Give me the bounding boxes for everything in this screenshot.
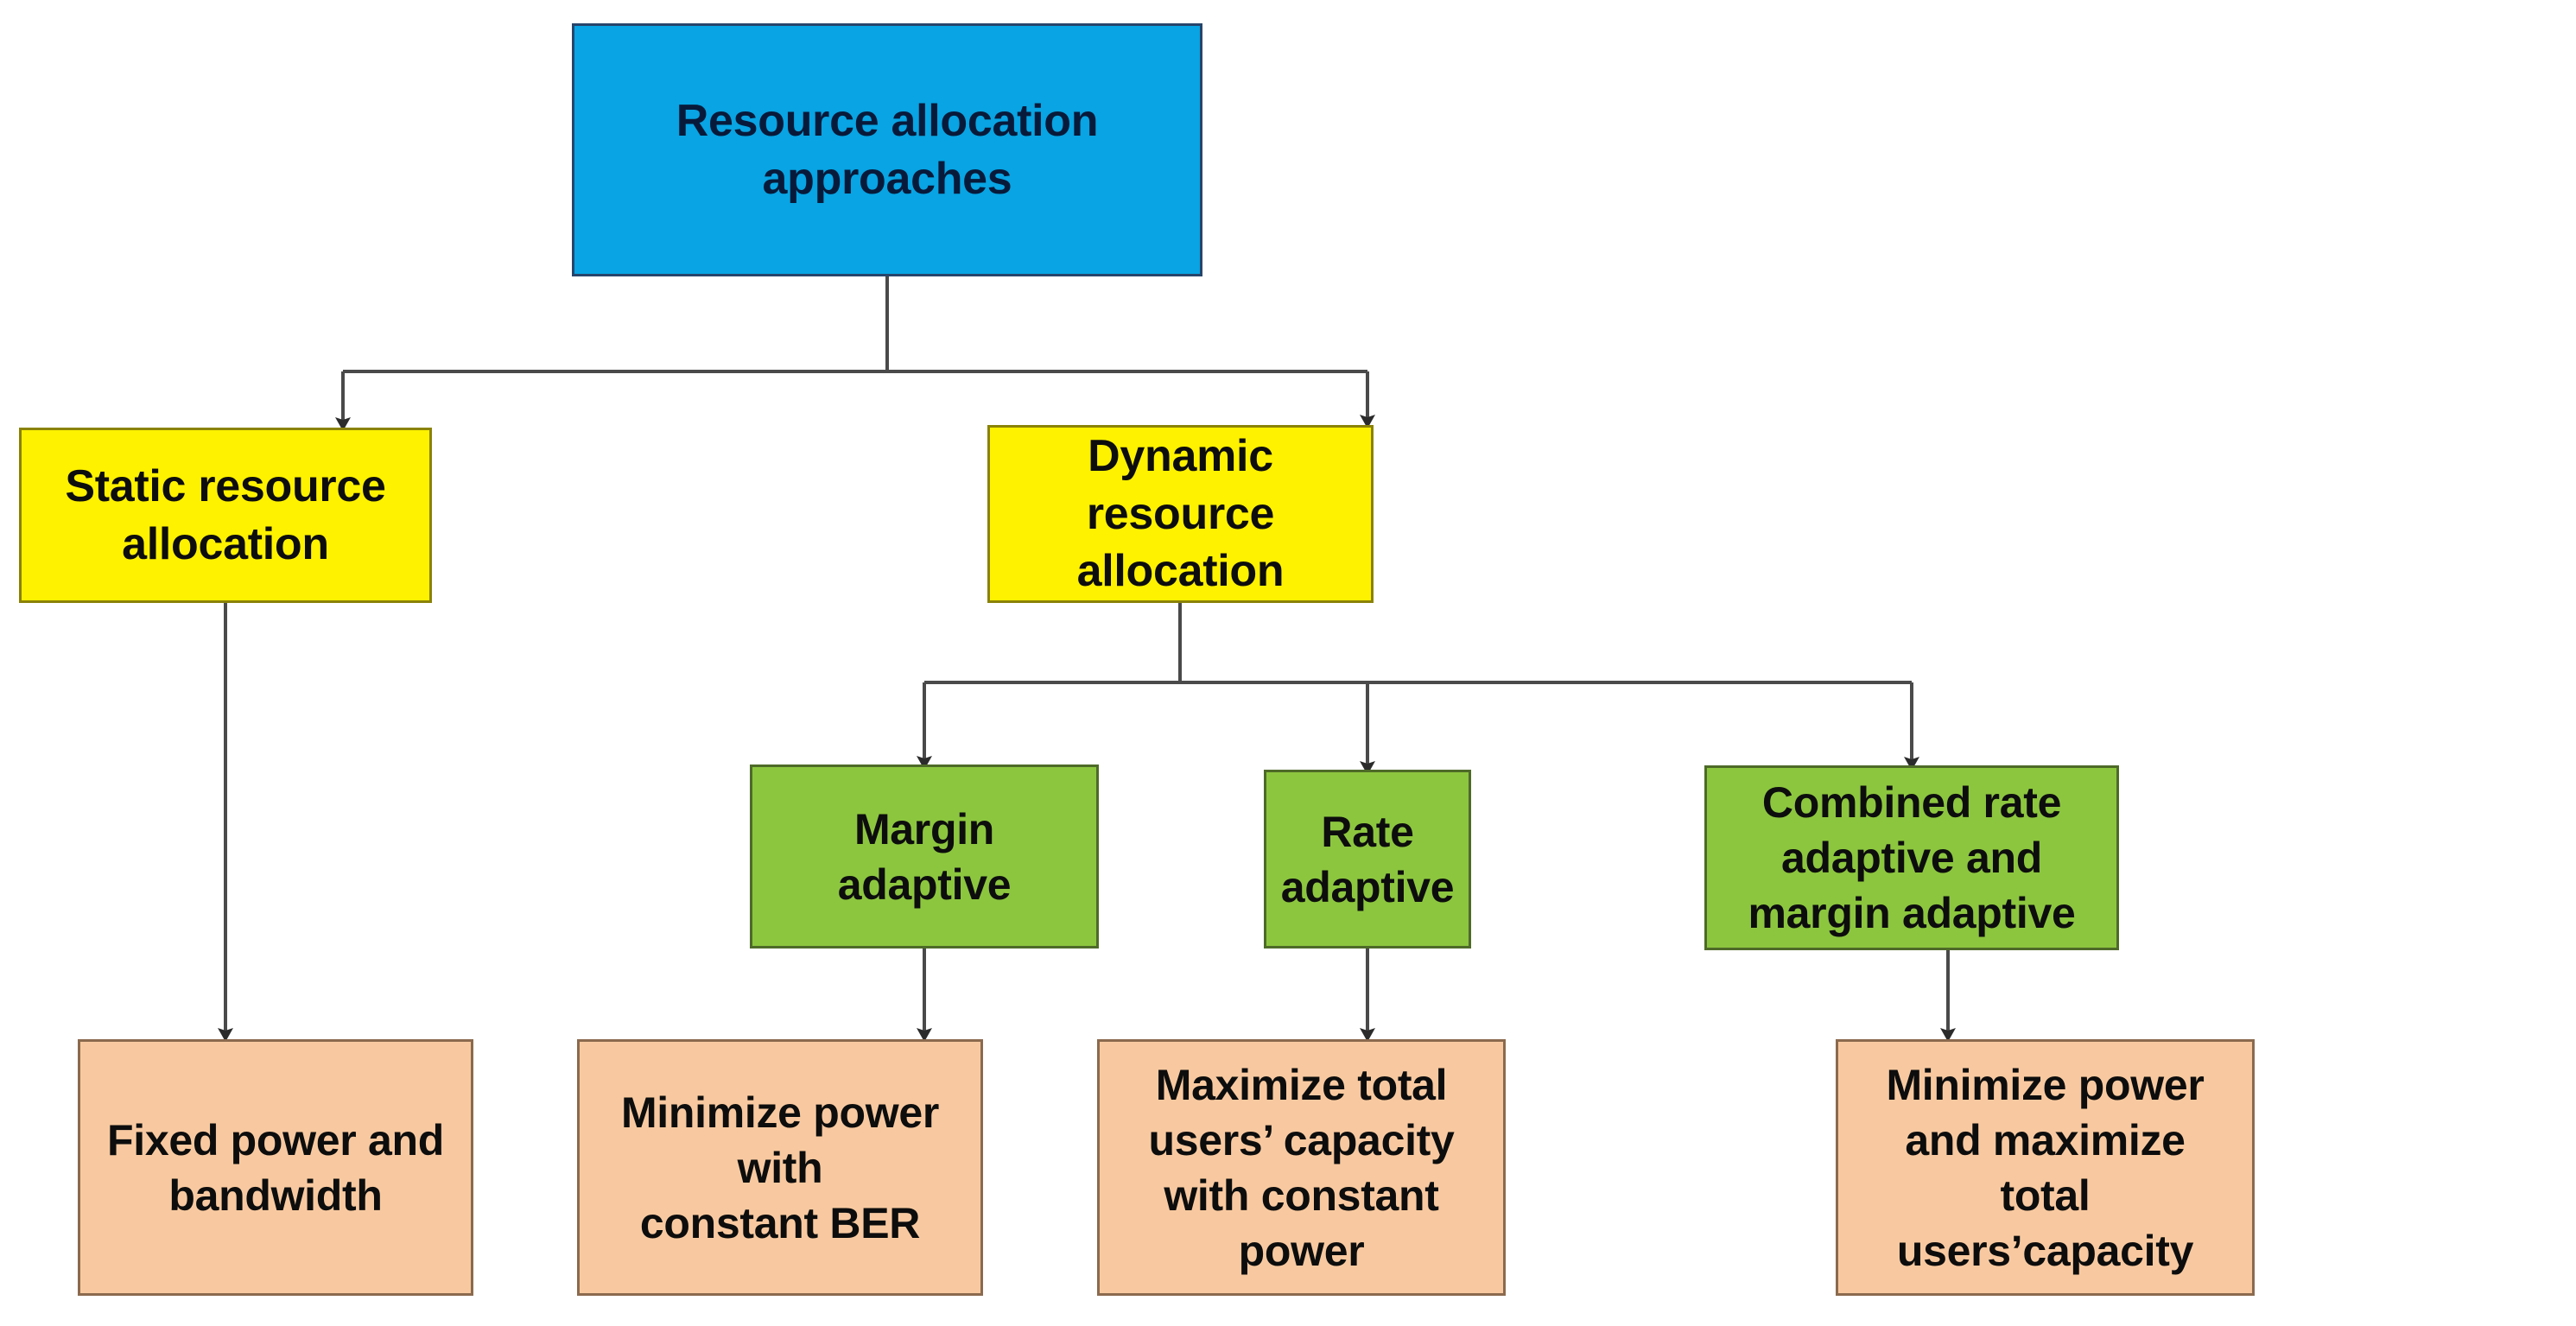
node-label: Combined rate adaptive and margin adapti… [1748, 778, 2076, 937]
node-label: Maximize total users’ capacity with cons… [1148, 1060, 1455, 1275]
node-margin-adaptive[interactable]: Margin adaptive [750, 765, 1099, 949]
node-label: Static resource allocation [65, 460, 386, 569]
node-label: Minimize power and maximize total users’… [1886, 1060, 2205, 1275]
node-label: Margin adaptive [837, 804, 1012, 909]
node-rate-adaptive[interactable]: Rate adaptive [1264, 770, 1471, 949]
node-minimize-power-and-maximize-capacity[interactable]: Minimize power and maximize total users’… [1836, 1039, 2255, 1296]
node-label: Rate adaptive [1280, 807, 1455, 911]
node-resource-allocation-approaches[interactable]: Resource allocation approaches [572, 23, 1202, 276]
node-fixed-power-and-bandwidth[interactable]: Fixed power and bandwidth [78, 1039, 473, 1296]
node-label: Dynamic resource allocation [1076, 431, 1285, 597]
node-label: Resource allocation approaches [676, 95, 1099, 204]
node-maximize-total-users-capacity[interactable]: Maximize total users’ capacity with cons… [1097, 1039, 1506, 1296]
node-combined-rate-and-margin-adaptive[interactable]: Combined rate adaptive and margin adapti… [1704, 765, 2119, 950]
node-static-resource-allocation[interactable]: Static resource allocation [19, 428, 432, 603]
node-dynamic-resource-allocation[interactable]: Dynamic resource allocation [987, 425, 1374, 603]
node-label: Fixed power and bandwidth [106, 1115, 444, 1220]
node-label: Minimize power with constant BER [620, 1088, 940, 1247]
node-minimize-power-constant-ber[interactable]: Minimize power with constant BER [577, 1039, 983, 1296]
